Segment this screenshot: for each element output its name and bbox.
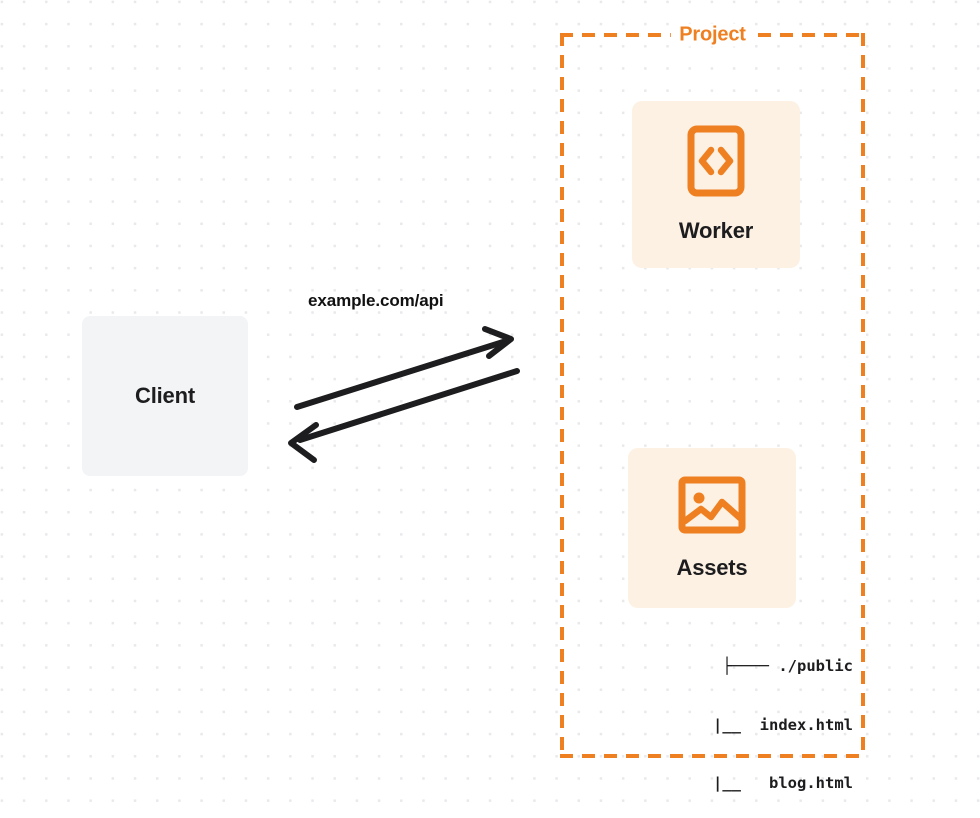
worker-card[interactable]: Worker bbox=[632, 101, 800, 268]
project-border-left bbox=[560, 33, 564, 758]
tree-row: |__ index.html bbox=[675, 715, 853, 734]
assets-card-label: Assets bbox=[676, 554, 748, 580]
tree-row: ├──── ./public bbox=[722, 657, 853, 675]
worker-card-label: Worker bbox=[678, 218, 754, 243]
connection-label: example.com/api bbox=[308, 291, 444, 310]
project-border-bottom bbox=[560, 754, 865, 758]
client-node-label: Client bbox=[135, 383, 195, 408]
project-group-label: Project bbox=[670, 23, 755, 47]
asset-file-tree: ├──── ./public |__ index.html |__ blog.h… bbox=[608, 618, 853, 818]
request-arrow bbox=[294, 326, 514, 410]
response-arrow bbox=[288, 368, 520, 463]
project-group: Project Worker Assets bbox=[560, 23, 865, 792]
code-brackets-icon bbox=[687, 125, 745, 202]
project-border-right bbox=[861, 33, 865, 758]
tree-row: |__ blog.html bbox=[675, 774, 853, 792]
client-node[interactable]: Client bbox=[82, 316, 248, 476]
image-icon bbox=[678, 476, 746, 539]
assets-card[interactable]: Assets bbox=[628, 448, 796, 608]
